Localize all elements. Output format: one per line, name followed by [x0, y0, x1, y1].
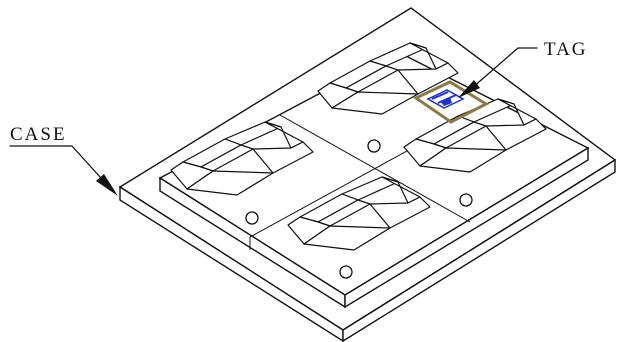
digit-bottom: [287, 176, 431, 279]
module-right-face: [344, 146, 589, 309]
digit-left-dot: [245, 211, 259, 225]
tag-frame: [412, 80, 490, 124]
digit-right-dot: [459, 193, 473, 207]
tag-ink-line-1: [431, 91, 449, 100]
case-right-face: [342, 158, 616, 342]
tag-leader-arrow: [458, 80, 480, 98]
case-callout: CASE: [9, 124, 118, 196]
case-leader-arrow: [96, 174, 118, 196]
digit-left: [170, 121, 314, 225]
digit-top-dot: [367, 139, 381, 153]
digit-bottom-dot: [339, 265, 353, 279]
tag-callout: TAG: [458, 39, 588, 98]
digit-right: [403, 98, 547, 207]
case-label: CASE: [10, 124, 67, 145]
tag-sticker: [412, 80, 490, 124]
digit-top: [317, 42, 459, 153]
tag-label: TAG: [544, 39, 588, 60]
tag-ink-mark: [440, 97, 452, 106]
tag-leader-line: [471, 47, 538, 89]
case-leader-line: [9, 145, 111, 189]
